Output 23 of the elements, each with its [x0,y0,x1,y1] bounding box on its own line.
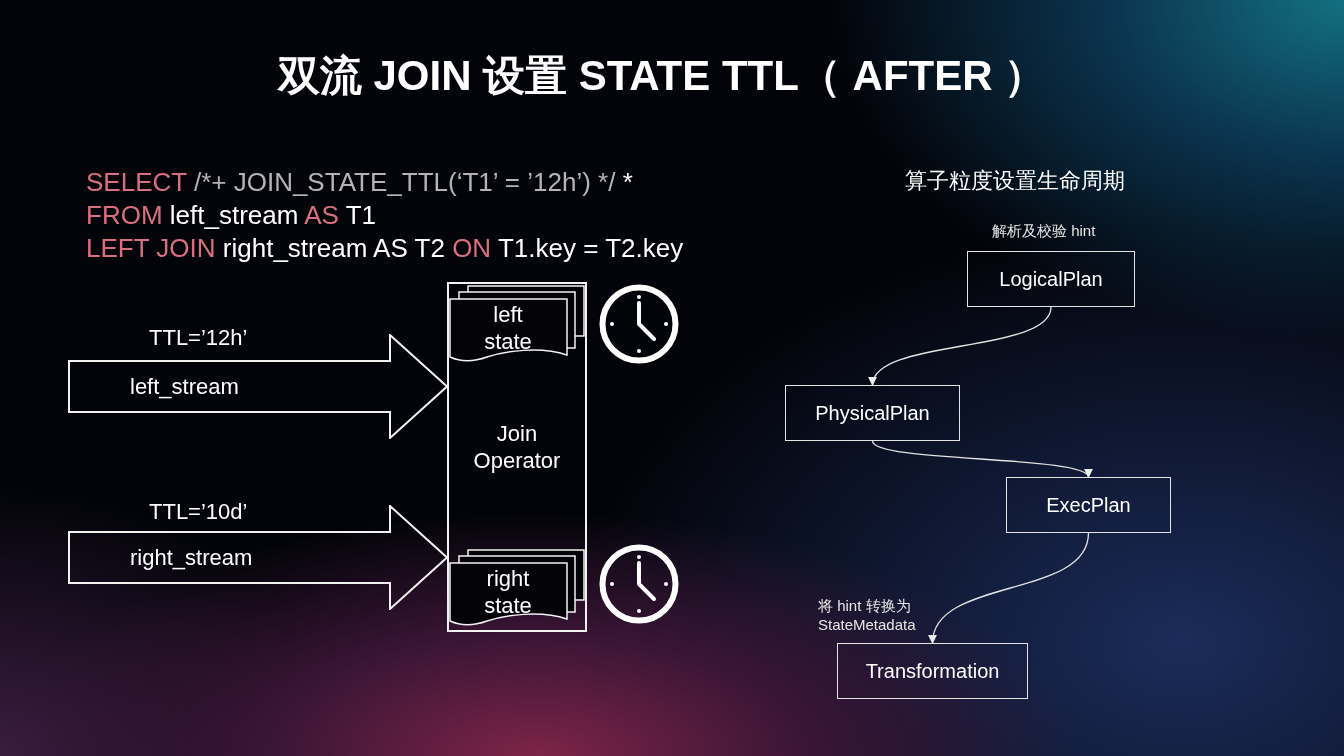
code-line: SELECT /*+ JOIN_STATE_TTL(‘T1’ = ’12h’) */ * [86,166,633,199]
operator-label: Join Operator [472,420,562,474]
plan-box: LogicalPlan [967,251,1135,307]
ttl-label: TTL=’10d’ [149,498,248,525]
block-arrow [68,505,448,610]
state-label: right state [483,565,533,619]
arrow [870,306,1052,386]
state-label: left state [483,301,533,355]
stream-label: right_stream [130,544,253,571]
arrow [871,440,1090,478]
stream-label: left_stream [130,373,239,400]
annotation-text: 解析及校验 hint [992,221,1096,241]
ttl-label: TTL=’12h’ [149,324,248,351]
plan-box: PhysicalPlan [785,385,960,441]
plan-box: Transformation [837,643,1028,699]
arrow [929,532,1090,644]
code-line: LEFT JOIN right_stream AS T2 ON T1.key = T2.key [86,232,684,265]
slide-title: 双流 JOIN 设置 STATE TTL（ AFTER ） [277,52,1047,99]
plan-box: ExecPlan [1006,477,1171,533]
code-line: FROM left_stream AS T1 [86,199,376,232]
annotation-text: 将 hint 转换为 StateMetadata [818,596,917,634]
operator-box [447,282,587,632]
section-heading: 算子粒度设置生命周期 [905,167,1125,195]
